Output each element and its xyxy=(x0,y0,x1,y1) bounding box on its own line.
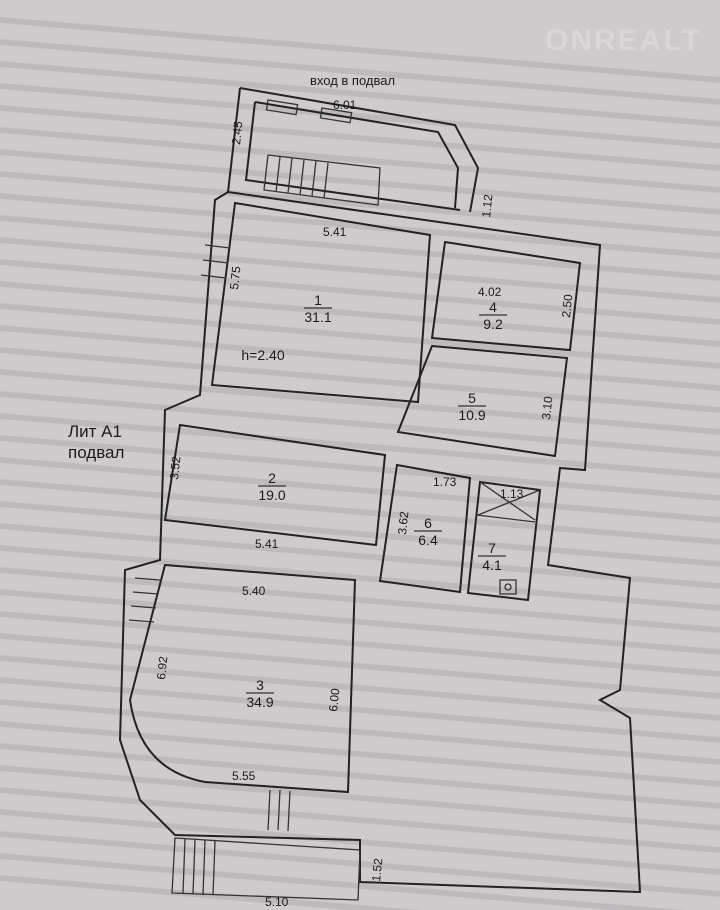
background-text-line xyxy=(0,105,720,171)
background-text-line xyxy=(0,677,720,743)
background-text-line xyxy=(0,633,720,699)
room-4 xyxy=(430,240,582,352)
room-area: 6.4 xyxy=(418,532,438,548)
dim-entrance-width: 6.01 xyxy=(333,98,357,112)
building-label-line2: подвал xyxy=(68,443,124,462)
dim-room1-width: 5.41 xyxy=(323,225,347,239)
room-number: 6 xyxy=(424,515,432,531)
room-6 xyxy=(378,463,472,594)
watermark-logo: ONREALT xyxy=(545,24,702,57)
room-labels: 131.1 219.0 334.9 49.2 510.9 66.4 74.1 xyxy=(246,292,507,710)
background-text-line xyxy=(0,83,720,149)
dim-room5-length: 3.10 xyxy=(539,395,555,420)
room-7 xyxy=(466,480,542,602)
background-text-line xyxy=(0,17,720,83)
room-5 xyxy=(396,344,569,458)
dim-room3-length-right: 6.00 xyxy=(326,687,342,712)
background-text-line xyxy=(0,611,720,677)
background-text-line xyxy=(0,303,720,369)
background-text-line xyxy=(0,523,720,589)
background-text-line xyxy=(0,435,720,501)
background-text-line xyxy=(0,369,720,435)
entrance-label: вход в подвал xyxy=(310,73,395,88)
background-text-line xyxy=(0,479,720,545)
background-text-line xyxy=(0,127,720,193)
background-text-line xyxy=(0,787,720,853)
stairs-upper xyxy=(263,154,381,206)
background-text-line xyxy=(0,171,720,237)
room-number: 7 xyxy=(488,540,496,556)
background-text-line xyxy=(0,545,720,611)
entrance-vestibule xyxy=(227,87,480,213)
background-text-line xyxy=(0,743,720,809)
room-number: 5 xyxy=(468,390,476,406)
ceiling-height: h=2.40 xyxy=(241,347,284,363)
background-text-line xyxy=(0,61,720,127)
room-area: 9.2 xyxy=(483,316,503,332)
background-text-line xyxy=(0,413,720,479)
room-area: 34.9 xyxy=(246,694,273,710)
background-text-line xyxy=(0,215,720,281)
dim-room6-width: 1.73 xyxy=(433,475,457,489)
background-text-line xyxy=(0,237,720,303)
background-text-line xyxy=(0,259,720,325)
room-7-shaft xyxy=(476,481,541,595)
outer-wall xyxy=(118,190,642,894)
background-text-line xyxy=(0,501,720,567)
dim-room2-length: 3.52 xyxy=(167,455,183,480)
building-label-line1: Лит А1 xyxy=(68,422,122,441)
room-area: 31.1 xyxy=(304,309,331,325)
dim-stair-depth: 1.52 xyxy=(369,857,385,882)
background-text-line xyxy=(0,39,720,105)
dim-room4-width: 4.02 xyxy=(478,285,502,299)
background-text-line xyxy=(0,765,720,831)
dim-stair-width: 5.10 xyxy=(265,895,289,909)
background-text-line xyxy=(0,589,720,655)
background-text-line xyxy=(0,281,720,347)
dim-room4-length: 2.50 xyxy=(559,293,575,318)
room-area: 4.1 xyxy=(482,557,502,573)
dim-entrance-side: 1.12 xyxy=(479,193,495,218)
background-text-lines xyxy=(0,17,720,910)
dim-room2-width: 5.41 xyxy=(255,537,279,551)
stairs-left xyxy=(128,244,231,623)
dim-room3-bottom: 5.55 xyxy=(232,769,256,783)
background-text-line xyxy=(0,149,720,215)
stairs-lower xyxy=(171,789,361,901)
room-area: 19.0 xyxy=(258,487,285,503)
background-text-line xyxy=(0,853,685,910)
background-text-line xyxy=(0,655,720,721)
dim-room3-width: 5.40 xyxy=(242,584,266,598)
background-text-line xyxy=(0,567,720,633)
background-text-line xyxy=(0,457,720,523)
background-text-line xyxy=(0,325,720,391)
dim-room1-length: 5.75 xyxy=(227,265,243,290)
dim-room3-length-left: 6.92 xyxy=(154,655,170,680)
room-2 xyxy=(163,423,387,547)
dim-room6-length: 3.62 xyxy=(395,510,411,535)
room-1 xyxy=(210,201,432,404)
room-number: 1 xyxy=(314,292,322,308)
background-text-line xyxy=(0,347,720,413)
room-number: 4 xyxy=(489,299,497,315)
dim-entrance-depth: 2.45 xyxy=(229,120,245,145)
background-text-line xyxy=(0,391,720,457)
room-area: 10.9 xyxy=(458,407,485,423)
room-number: 2 xyxy=(268,470,276,486)
room-3 xyxy=(128,563,357,794)
room-number: 3 xyxy=(256,677,264,693)
dim-room7-width: 1.13 xyxy=(500,487,524,501)
background-text-line xyxy=(0,875,421,910)
